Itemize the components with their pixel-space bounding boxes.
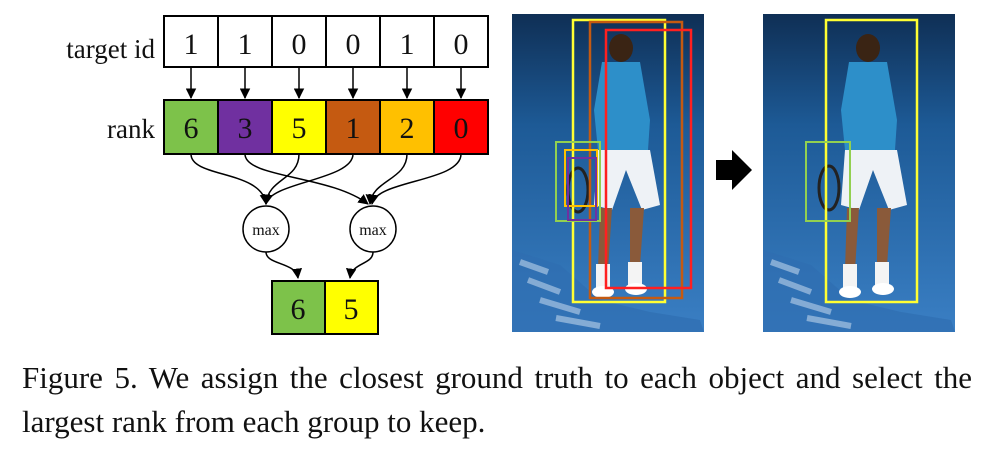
bbox-yellow bbox=[824, 18, 919, 304]
target-id-label: target id bbox=[66, 34, 155, 64]
target-id-value: 1 bbox=[184, 28, 199, 61]
transition-arrow bbox=[716, 150, 752, 190]
rank-value: 3 bbox=[238, 112, 253, 145]
target-id-value: 0 bbox=[346, 28, 361, 61]
result-cell bbox=[271, 280, 326, 335]
max-label: max bbox=[359, 222, 387, 239]
photo-after bbox=[763, 14, 955, 332]
target-to-rank-arrows bbox=[185, 67, 467, 100]
target-id-value: 0 bbox=[292, 28, 307, 61]
rank-value: 0 bbox=[454, 112, 469, 145]
max-to-result-arrows bbox=[265, 251, 374, 280]
max-node-left: max bbox=[242, 205, 290, 253]
rank-cell bbox=[163, 99, 219, 155]
target-id-cell bbox=[433, 15, 489, 68]
max-label: max bbox=[252, 222, 280, 239]
bbox-brown bbox=[588, 20, 684, 300]
result-value: 5 bbox=[344, 293, 359, 326]
rank-label: rank bbox=[107, 114, 155, 144]
max-node-right: max bbox=[349, 205, 397, 253]
caption-text: We assign the closest ground truth to ea… bbox=[22, 360, 972, 439]
result-row: 6 5 bbox=[271, 280, 379, 335]
rank-value: 6 bbox=[184, 112, 199, 145]
player-figure bbox=[566, 34, 660, 298]
rank-value: 5 bbox=[292, 112, 307, 145]
caption-label: Figure 5. bbox=[22, 360, 138, 395]
rank-cell bbox=[433, 99, 489, 155]
result-cell bbox=[324, 280, 379, 335]
rank-value: 2 bbox=[400, 112, 415, 145]
figure: target id rank 1 1 0 0 1 0 6 3 5 1 2 bbox=[66, 14, 955, 335]
figure-caption: Figure 5. We assign the closest ground t… bbox=[22, 356, 972, 444]
target-id-value: 0 bbox=[454, 28, 469, 61]
bbox-red bbox=[604, 28, 693, 290]
target-id-value: 1 bbox=[400, 28, 415, 61]
rank-cell bbox=[217, 99, 273, 155]
rank-cell bbox=[325, 99, 381, 155]
rank-value: 1 bbox=[346, 112, 361, 145]
target-id-value: 1 bbox=[238, 28, 253, 61]
rank-to-max-curves bbox=[190, 153, 462, 206]
player-figure bbox=[817, 34, 907, 298]
result-value: 6 bbox=[291, 293, 306, 326]
rank-row: 6 3 5 1 2 0 bbox=[163, 99, 489, 155]
photo-before bbox=[512, 14, 704, 332]
target-id-row: 1 1 0 0 1 0 bbox=[163, 15, 489, 68]
bbox-purple bbox=[567, 157, 597, 221]
bbox-green bbox=[805, 141, 851, 222]
bbox-yellow bbox=[571, 18, 667, 304]
